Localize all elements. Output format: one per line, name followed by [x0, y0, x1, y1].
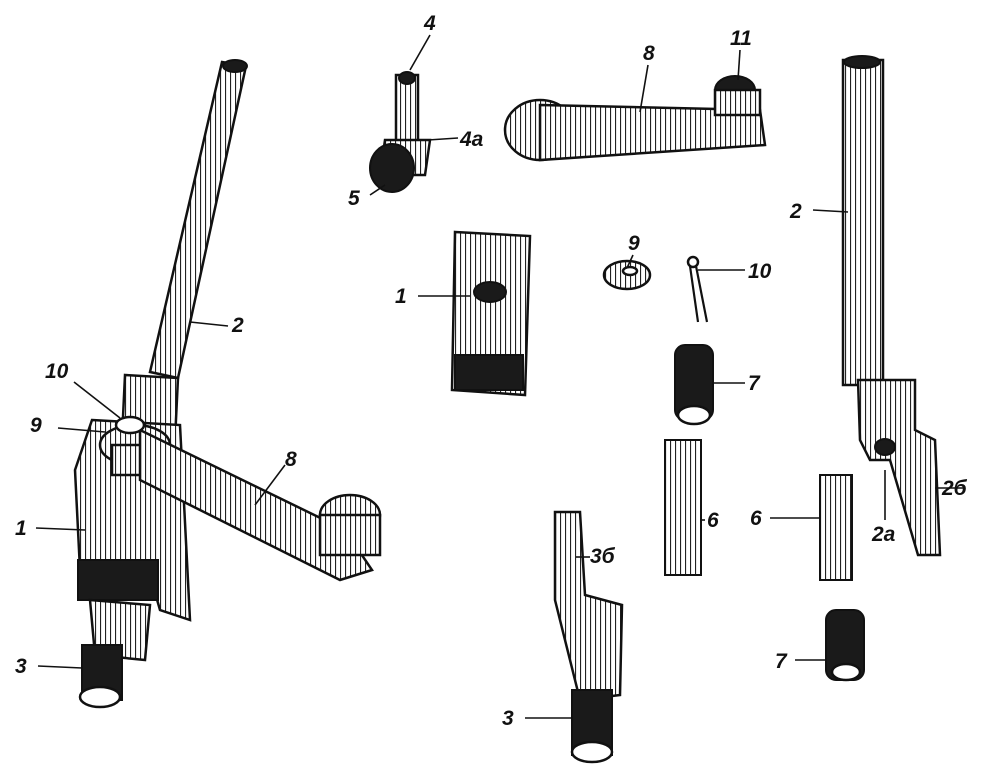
- label-lever-top: 8: [643, 42, 655, 65]
- label-block-center: 1: [395, 285, 407, 308]
- leader-lines: [35, 34, 965, 719]
- label-shaft-bottom: 3: [502, 707, 514, 730]
- label-block-left: 1: [15, 517, 27, 540]
- rod-right: [841, 55, 942, 557]
- assembled-mechanism: [73, 59, 382, 709]
- part-labels: 4 4a 5 8 11 2 1 9 10 7 2 10 9 8 1 3 3б 6…: [15, 12, 968, 730]
- label-shaft-left: 3: [15, 655, 27, 678]
- pin-with-knob: [369, 71, 432, 193]
- label-cotter-left: 10: [45, 360, 69, 383]
- springs: [664, 439, 853, 581]
- label-rod-notch: 2б: [941, 477, 968, 500]
- label-spring-right: 6: [750, 507, 762, 530]
- label-knob-lever: 11: [730, 27, 752, 50]
- shaft-bottom: [553, 510, 624, 764]
- label-knob-head: 5: [348, 187, 360, 210]
- label-washer-center: 9: [628, 232, 640, 255]
- label-pin-shoulder: 4a: [459, 128, 484, 151]
- label-washer-left: 9: [30, 414, 42, 437]
- label-cotter-center: 10: [748, 260, 772, 283]
- block-center: [450, 230, 532, 397]
- label-rod-right: 2: [789, 200, 802, 223]
- label-lever-left: 8: [285, 448, 297, 471]
- label-sleeve-center: 7: [748, 372, 761, 395]
- label-sleeve-bottom: 7: [775, 650, 788, 673]
- label-rod-left: 2: [231, 314, 244, 337]
- cotter-pin-left: [114, 415, 146, 435]
- label-rod-hole: 2а: [871, 523, 896, 546]
- label-shaft-notch: 3б: [590, 545, 616, 568]
- label-pin: 4: [423, 12, 436, 35]
- lever-top: [503, 75, 767, 162]
- cotter-pin-center: [686, 255, 700, 269]
- label-spring-left: 6: [707, 509, 719, 532]
